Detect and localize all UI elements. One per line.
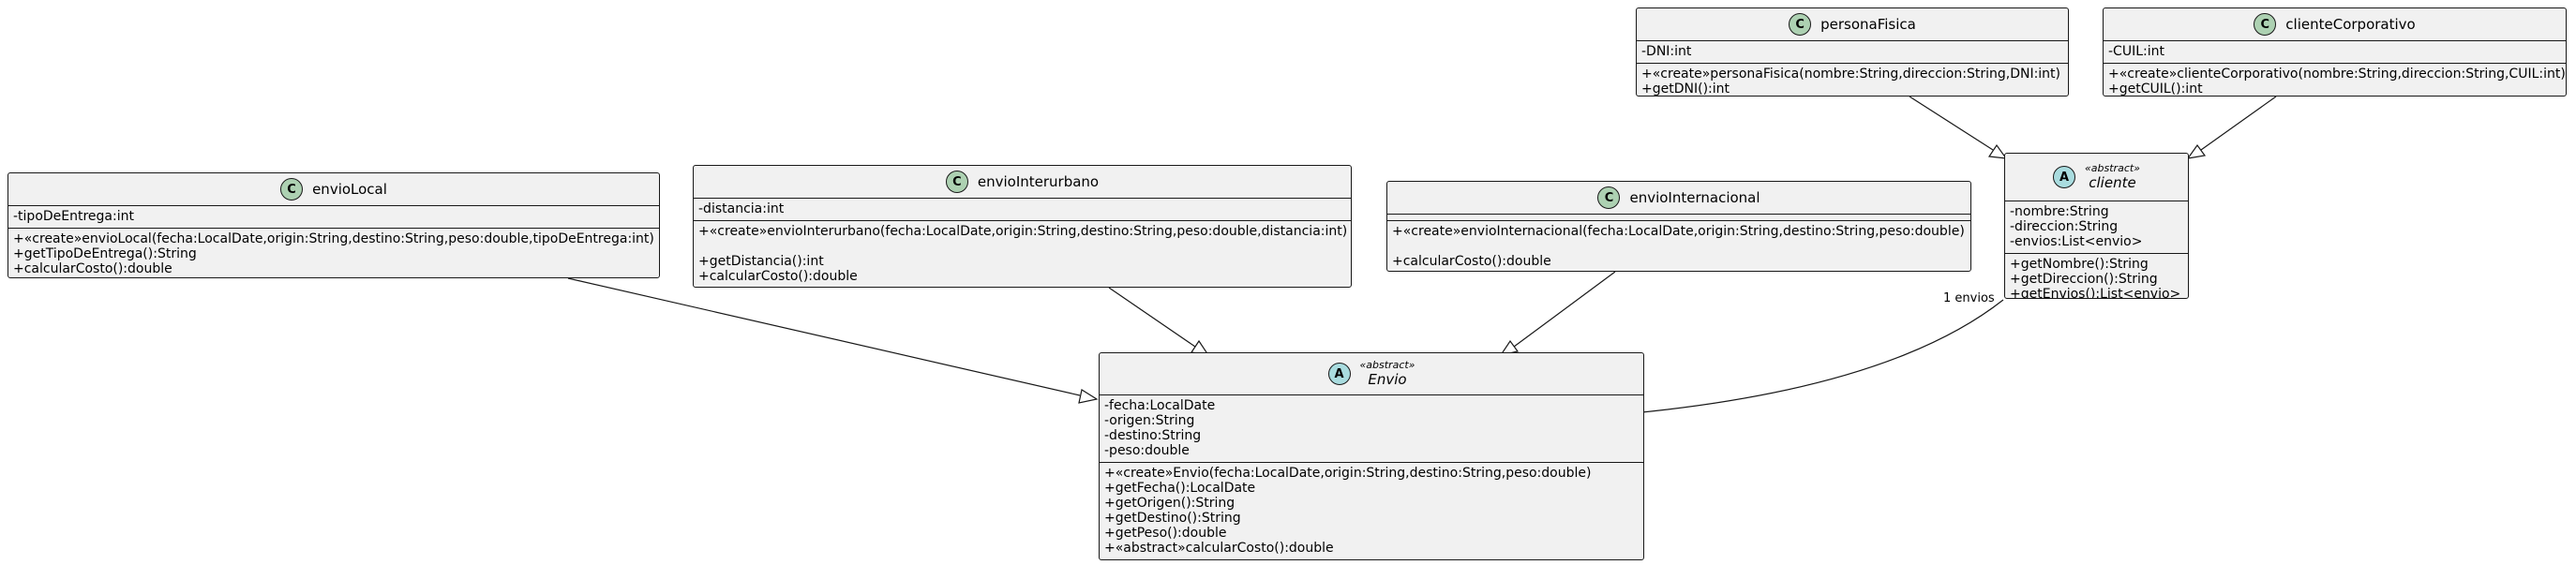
method: +getDestino():String [1104,511,1241,526]
method: +getOrigen():String [1104,496,1236,511]
fields-section: -distancia:int [694,199,1351,220]
fields-section: -tipoDeEntrega:int [8,206,659,228]
field: -envios:List<envio> [2010,234,2143,249]
methods-section: +«create»personaFisica(nombre:String,dir… [1637,63,2068,97]
field: -fecha:LocalDate [1104,398,1216,413]
class-badge-icon: C [280,178,304,201]
methods-section: +«create»Envio(fecha:LocalDate,origin:St… [1100,462,1643,559]
method: +«abstract»calcularCosto():double [1104,541,1334,556]
field: -destino:String [1104,428,1202,443]
field: -DNI:int [1641,44,1692,59]
class-badge-icon: C [2254,13,2277,36]
method [1392,239,1966,254]
abstract-badge-icon: A [2053,166,2075,188]
method: +getTipoDeEntrega():String [13,246,197,261]
method: +getPeso():double [1104,526,1227,541]
field: -peso:double [1104,443,1190,458]
generalization-clienteCorporativo-cliente [2200,96,2277,151]
field: -CUIL:int [2108,44,2164,59]
class-name: personaFisica [1820,16,1916,33]
method: +calcularCosto():double [13,261,172,276]
class-envioInternacional[interactable]: C envioInternacional +«create»envioInter… [1386,181,1971,272]
method: +getDistancia():int [698,254,824,269]
class-name: envioLocal [312,181,387,198]
class-clienteCorporativo[interactable]: C clienteCorporativo -CUIL:int +«create»… [2103,7,2567,97]
method: +getDireccion():String [2010,272,2158,287]
field: -tipoDeEntrega:int [13,209,134,224]
methods-section: +«create»envioInterurbano(fecha:LocalDat… [694,220,1351,287]
class-header: A «abstract» Envio [1100,353,1643,395]
class-header: A «abstract» cliente [2005,154,2188,201]
class-header: C clienteCorporativo [2104,8,2566,41]
class-header: C envioInterurbano [694,166,1351,199]
class-header: C envioInternacional [1387,182,1970,215]
method: +getNombre():String [2010,257,2149,272]
class-envioInterurbano[interactable]: C envioInterurbano -distancia:int +«crea… [693,165,1352,288]
method: +«create»personaFisica(nombre:String,dir… [1641,67,2061,82]
method: +getFecha():LocalDate [1104,481,1256,496]
field: -nombre:String [2010,204,2109,219]
class-cliente[interactable]: A «abstract» cliente -nombre:String -dir… [2004,153,2189,299]
association-multiplicity-label: 1 envios [1943,291,1995,305]
method [698,239,1346,254]
class-name: Envio [1368,370,1407,388]
fields-section: -fecha:LocalDate -origen:String -destino… [1100,395,1643,462]
field: -origen:String [1104,413,1195,428]
class-badge-icon: C [945,171,968,193]
field: -distancia:int [698,201,785,216]
association-cliente-Envio [1600,299,2004,421]
method: +«create»envioInternacional(fecha:LocalD… [1392,224,1965,239]
generalization-envioLocal-Envio [567,277,1081,396]
class-name: clienteCorporativo [2285,16,2416,33]
method: +getEnvios():List<envio> [2010,287,2181,299]
class-envioLocal[interactable]: C envioLocal -tipoDeEntrega:int +«create… [7,172,660,278]
method: +«create»envioLocal(fecha:LocalDate,orig… [13,231,654,246]
generalization-envioInterurbano-Envio [1108,287,1196,348]
method: +getDNI():int [1641,82,1730,97]
class-name: envioInternacional [1629,189,1760,206]
class-header: C envioLocal [8,173,659,206]
method: +getCUIL():int [2108,82,2203,97]
class-personaFisica[interactable]: C personaFisica -DNI:int +«create»person… [1636,7,2069,97]
method: +«create»clienteCorporativo(nombre:Strin… [2108,67,2566,82]
generalization-envioInternacional-Envio [1513,271,1616,348]
class-badge-icon: C [1597,186,1621,209]
methods-section: +«create»envioInternacional(fecha:LocalD… [1387,220,1970,271]
generalization-personaFisica-cliente [1909,96,1994,151]
method: +«create»Envio(fecha:LocalDate,origin:St… [1104,466,1592,481]
methods-section: +getNombre():String +getDireccion():Stri… [2005,253,2188,299]
fields-section: -CUIL:int [2104,41,2566,63]
class-header: C personaFisica [1637,8,2068,41]
fields-section: -DNI:int [1637,41,2068,63]
methods-section: +«create»envioLocal(fecha:LocalDate,orig… [8,228,659,277]
stereotype: «abstract» [1359,359,1415,372]
method: +«create»envioInterurbano(fecha:LocalDat… [698,224,1348,239]
method: +calcularCosto():double [1392,254,1551,269]
field: -direccion:String [2010,219,2119,234]
class-Envio[interactable]: A «abstract» Envio -fecha:LocalDate -ori… [1099,352,1644,560]
stereotype: «abstract» [2085,162,2140,175]
class-badge-icon: C [1789,13,1812,36]
class-name: cliente [2089,173,2136,191]
class-name: envioInterurbano [977,173,1100,190]
method: +calcularCosto():double [698,269,858,284]
fields-section: -nombre:String -direccion:String -envios… [2005,201,2188,253]
abstract-badge-icon: A [1327,363,1351,385]
methods-section: +«create»clienteCorporativo(nombre:Strin… [2104,63,2566,97]
